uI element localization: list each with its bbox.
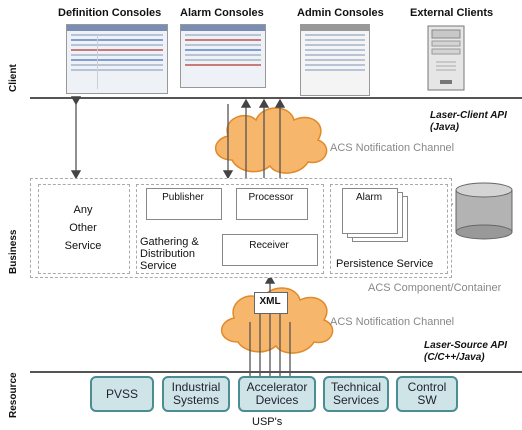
definition-console-screenshot [66,24,168,94]
source-accelerator-line1: Accelerator [246,380,308,394]
source-api-label-line1: Laser-Source API [424,340,507,351]
gathering-line3: Service [140,260,177,272]
source-industrial-line1: Industrial [171,380,221,394]
alarm-consoles-title: Alarm Consoles [180,7,264,19]
source-technical-line1: Technical [330,380,382,394]
definition-consoles-title: Definition Consoles [58,7,162,19]
bottom-channel-label: ACS Notification Channel [330,316,455,328]
receiver-box [222,234,318,266]
admin-console-screenshot [300,24,370,96]
xml-label: XML [259,296,281,307]
source-api-label-line2: (C/C++/Java) [424,352,485,363]
gathering-line2: Distribution [140,248,196,260]
source-control-line2: SW [417,393,437,407]
top-channel-label: ACS Notification Channel [330,142,455,154]
client-api-label-line1: Laser-Client API [430,110,507,121]
usps-label: USP's [252,416,283,428]
alarm-label: Alarm [355,192,383,203]
server-tower-icon [427,25,465,91]
source-industrial-line2: Systems [172,393,219,407]
external-clients-title: External Clients [410,7,494,19]
database-icon [455,182,513,240]
source-control-line1: Control [407,380,447,394]
source-pvss: PVSS [90,376,154,412]
xml-box [254,292,288,314]
publisher-label: Publisher [162,192,204,203]
source-pvss-line1: PVSS [105,386,138,401]
component-container-label: ACS Component/Container [368,282,502,294]
alarm-console-screenshot [180,24,266,88]
processor-label: Processor [248,192,294,203]
top-notification-cloud [215,107,328,174]
persistence-label: Persistence Service [336,258,434,270]
client-api-label-line2: (Java) [430,122,459,133]
client-arrows [70,96,286,180]
any-other-service-line3: Service [64,240,102,252]
any-other-service-line2: Other [69,222,97,234]
resource-separator [30,371,522,373]
admin-consoles-title: Admin Consoles [297,7,384,19]
receiver-label: Receiver [249,240,289,251]
any-other-service-line1: Any [73,204,93,216]
any-other-service-box [38,184,130,274]
alarm-box [342,188,398,234]
source-technical-line2: Services [332,393,379,407]
publisher-box [146,188,222,220]
client-separator [30,97,522,99]
gathering-line1: Gathering & [140,236,199,248]
processor-box [236,188,308,220]
source-accelerator-line2: Devices [255,393,299,407]
